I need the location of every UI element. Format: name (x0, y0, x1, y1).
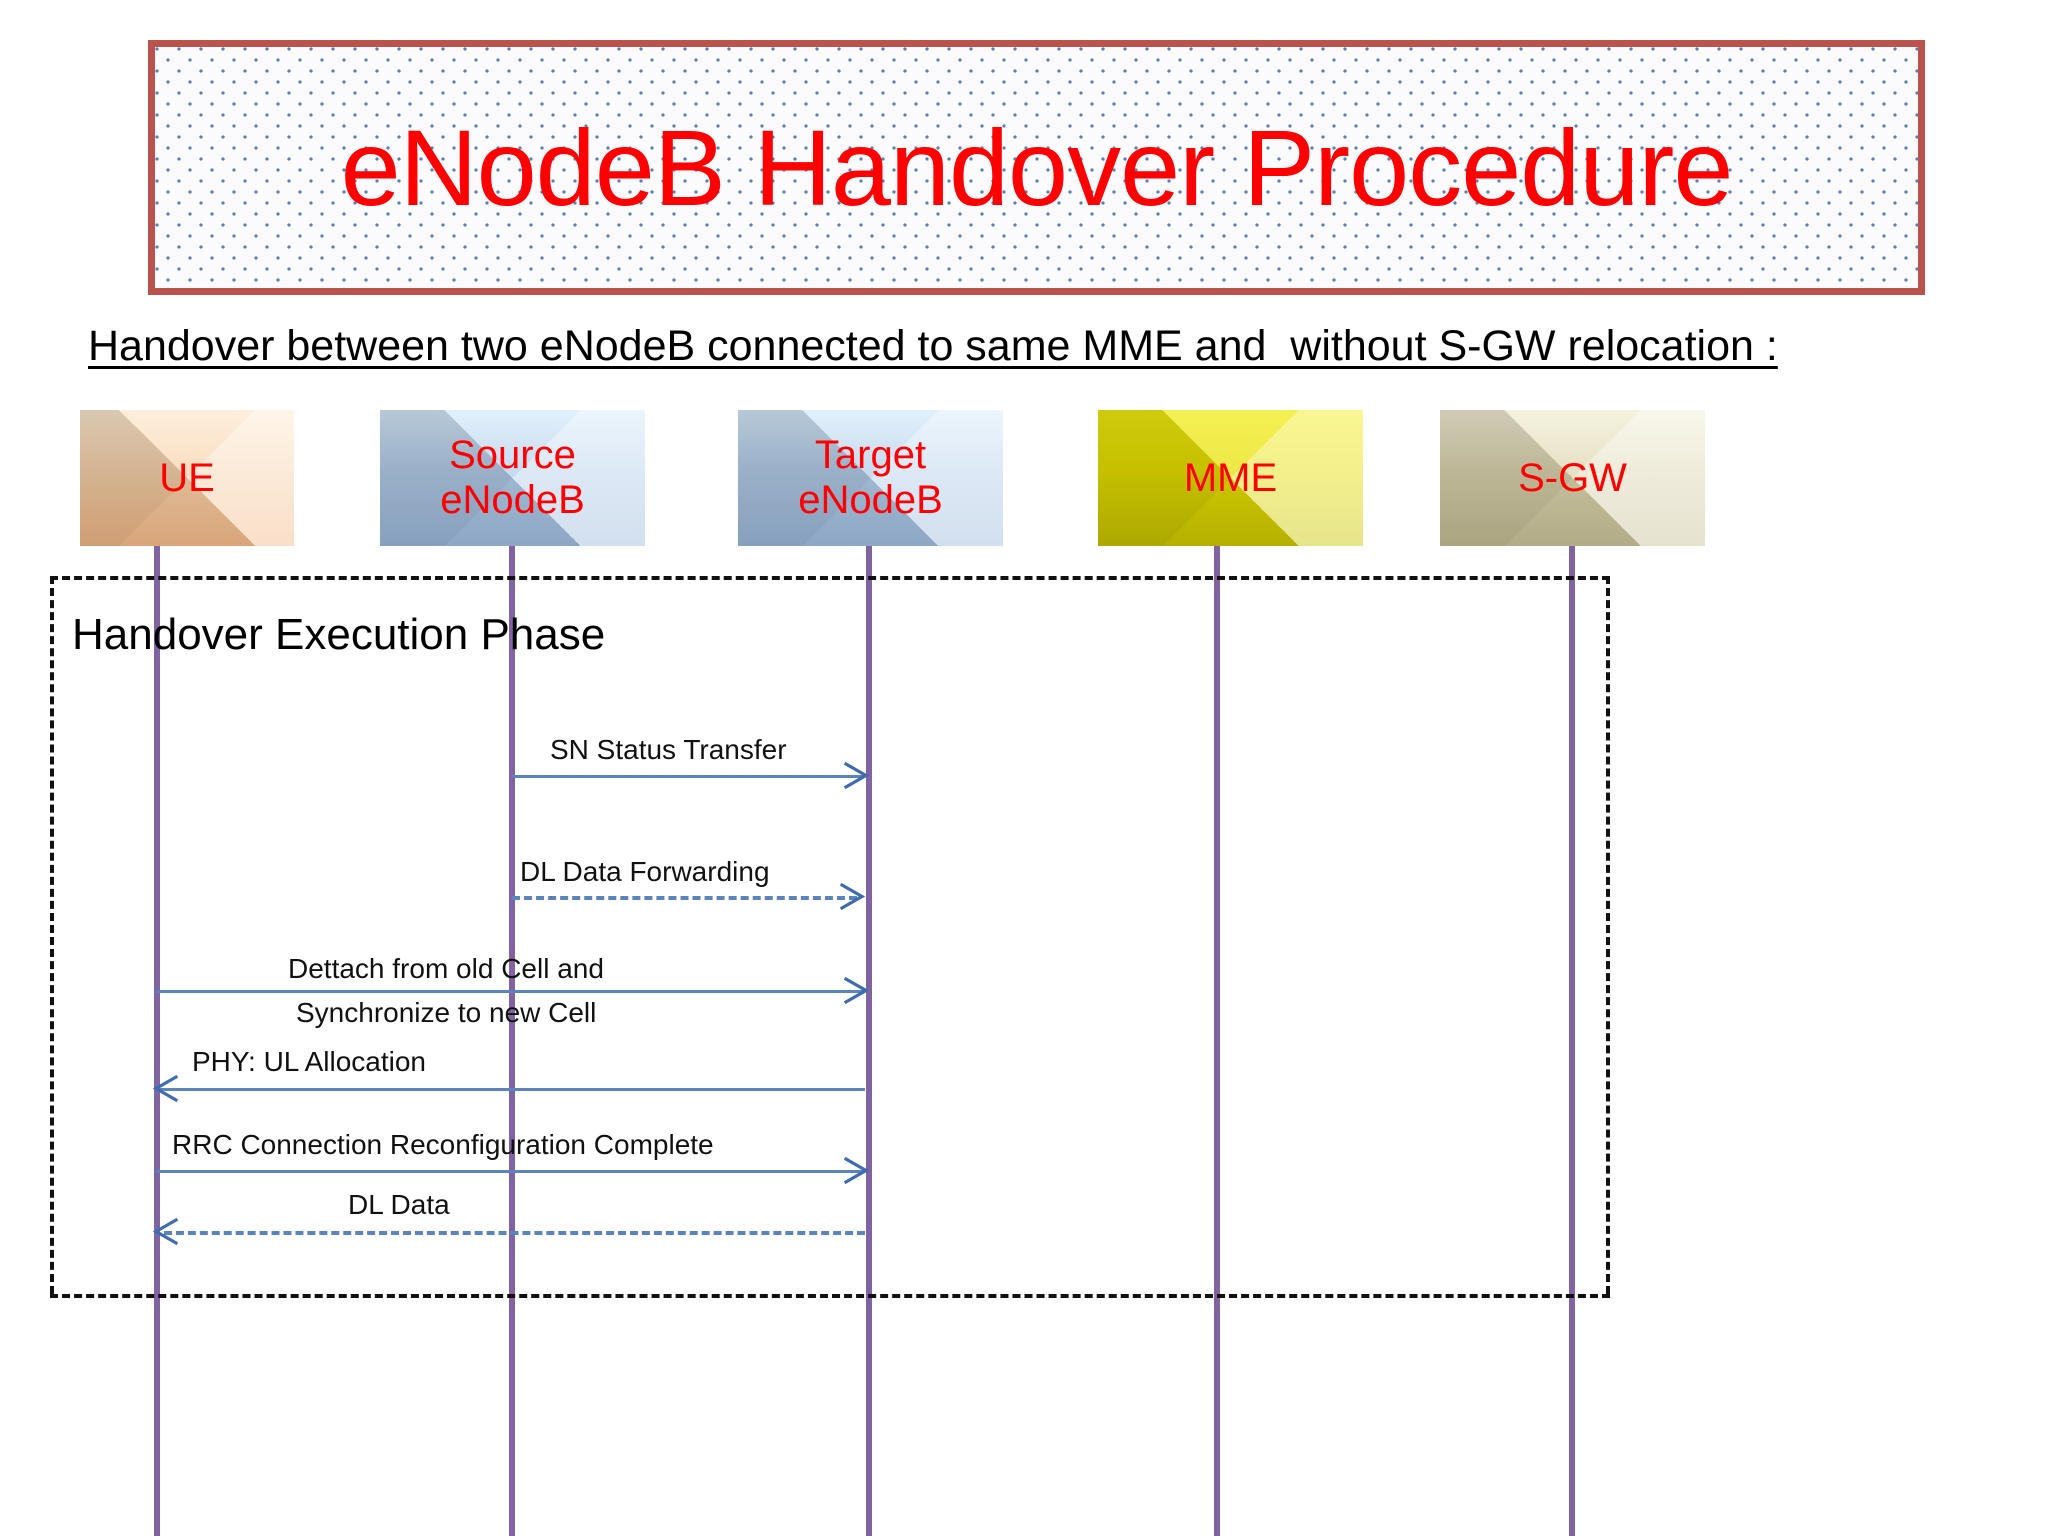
page-title: eNodeB Handover Procedure (340, 106, 1734, 228)
arrowhead-right-detach-sync (843, 976, 870, 1005)
lifeline-source-enodeb (509, 546, 515, 1536)
frame-left-border (50, 576, 54, 1294)
arrowhead-right-rrc-reconfig-complete (843, 1156, 870, 1185)
message-label-sn-status-transfer: SN Status Transfer (550, 734, 787, 765)
participant-label-source-enodeb: Source eNodeB (440, 433, 585, 522)
lifeline-target-enodeb (866, 546, 872, 1536)
message-label-detach-line2: Synchronize to new Cell (296, 997, 597, 1028)
message-label-dl-data-forwarding: DL Data Forwarding (520, 856, 770, 887)
participant-box-mme[interactable]: MME (1098, 410, 1363, 546)
participant-box-source-enodeb[interactable]: Source eNodeB (380, 410, 645, 546)
arrowhead-right-sn-status-transfer (843, 761, 870, 790)
message-label-detach-line1: Dettach from old Cell and (288, 953, 604, 984)
message-line-dl-data (164, 1231, 865, 1235)
lifeline-mme (1214, 546, 1220, 1536)
participant-label-ue: UE (159, 455, 215, 500)
frame-label-handover-execution-phase: Handover Execution Phase (72, 610, 606, 659)
message-line-dl-data-forwarding (512, 896, 857, 900)
arrowhead-left-dl-data (152, 1217, 179, 1246)
lifeline-sgw (1569, 546, 1575, 1536)
message-line-phy-ul-allocation (156, 1088, 865, 1091)
subtitle-text: Handover between two eNodeB connected to… (88, 322, 1778, 370)
message-line-sn-status-transfer (512, 775, 865, 778)
participant-box-sgw[interactable]: S-GW (1440, 410, 1705, 546)
message-line-rrc-reconfig-complete (156, 1170, 865, 1173)
message-label-rrc-reconfig-complete: RRC Connection Reconfiguration Complete (172, 1129, 714, 1160)
frame-bottom-border (50, 1294, 1610, 1298)
title-banner: eNodeB Handover Procedure (148, 40, 1925, 295)
message-label-phy-ul-allocation: PHY: UL Allocation (192, 1046, 426, 1077)
arrowhead-left-phy-ul-allocation (152, 1074, 179, 1103)
frame-top-border (50, 576, 1610, 580)
message-label-dl-data: DL Data (348, 1189, 450, 1220)
participant-label-mme: MME (1183, 455, 1278, 500)
lifeline-ue (154, 546, 160, 1536)
participant-label-sgw: S-GW (1518, 455, 1627, 500)
message-line-detach-sync (156, 990, 865, 993)
frame-right-border (1606, 576, 1610, 1294)
arrowhead-right-dl-data-forwarding (839, 882, 866, 911)
participant-box-ue[interactable]: UE (80, 410, 294, 546)
participant-label-target-enodeb: Target eNodeB (798, 433, 943, 522)
participant-box-target-enodeb[interactable]: Target eNodeB (738, 410, 1003, 546)
